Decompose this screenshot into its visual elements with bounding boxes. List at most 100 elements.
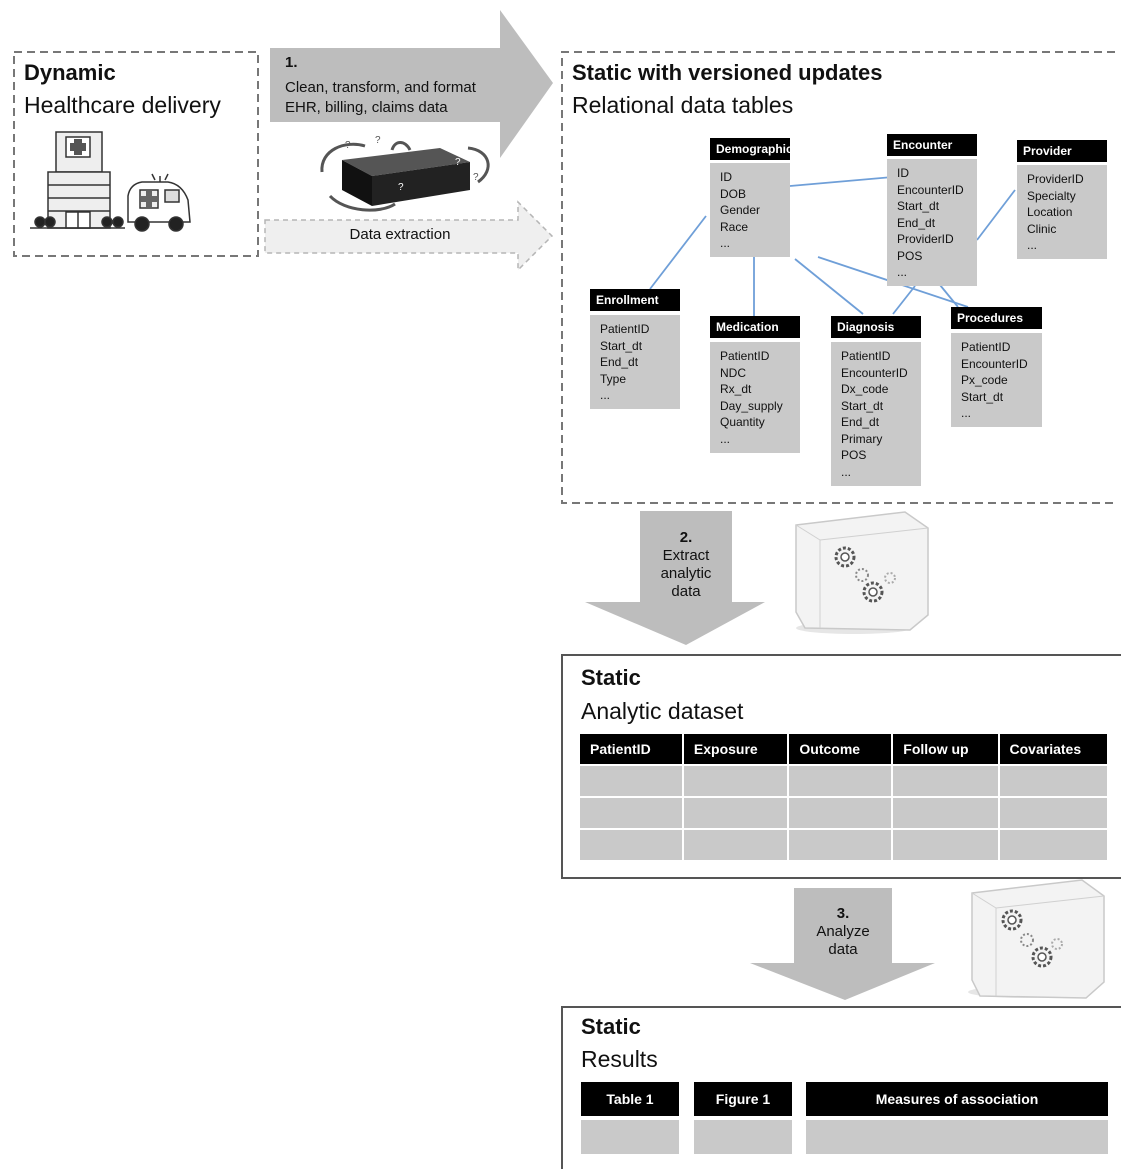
relational-title: Static with versioned updates [572, 60, 883, 85]
step1-arrow [270, 10, 553, 158]
provider-field: ... [1027, 238, 1038, 252]
demographics-field: Race [720, 219, 749, 234]
col-exposure: Exposure [681, 732, 790, 766]
step1-text-line1: Clean, transform, and format [285, 79, 476, 96]
black-box-icon: ? ? ? ? ? [320, 135, 490, 212]
diagnosis-field: ... [841, 464, 852, 479]
medication-field: ... [720, 431, 731, 446]
provider-table-header: Provider [1017, 140, 1107, 162]
provider-field: Clinic [1027, 221, 1057, 236]
table-cell [891, 796, 1000, 830]
medication-field: Rx_dt [720, 382, 752, 396]
diagnosis-field: POS [841, 448, 867, 462]
encounter-field: End_dt [897, 215, 936, 230]
step2-line-1: Extract [662, 547, 710, 564]
table-cell [578, 796, 684, 830]
demographics-table-header: Demographics [710, 138, 799, 160]
col-patientid: PatientID [578, 732, 684, 766]
step3-text: 3. Analyze data [794, 905, 892, 959]
table-row [578, 764, 1110, 798]
svg-text:?: ? [375, 135, 381, 146]
table-cell [997, 796, 1110, 830]
hospital-icon [30, 131, 125, 229]
table-cell [997, 764, 1110, 798]
col-outcome: Outcome [787, 732, 894, 766]
analytic-dataset-table: PatientID Exposure Outcome Follow up Cov… [578, 732, 1110, 862]
svg-text:?: ? [455, 157, 461, 168]
diagnosis-field: Start_dt [841, 398, 884, 413]
analytic-subtitle: Analytic dataset [581, 698, 744, 724]
table-cell [787, 764, 894, 798]
gear-cube-icon-2 [968, 879, 1105, 999]
step2-line-2: analytic [660, 565, 712, 582]
step3-number: 3. [836, 905, 850, 922]
step1-text: Clean, transform, and format EHR, billin… [285, 78, 476, 118]
results-col-table1: Table 1 [581, 1082, 679, 1116]
encounter-field: ... [897, 265, 908, 279]
step2-arrow [585, 511, 765, 645]
results-cell [694, 1120, 792, 1154]
extraction-label: Data extraction [349, 226, 451, 243]
enrollment-field: Type [600, 371, 627, 386]
table-cell [787, 796, 894, 830]
provider-field: ProviderID [1027, 172, 1084, 186]
analytic-box-border [561, 654, 1121, 879]
procedures-field: ... [961, 406, 972, 420]
col-covariates: Covariates [997, 732, 1110, 766]
step1-number: 1. [285, 54, 298, 71]
encounter-field: EncounterID [897, 182, 964, 197]
diagnosis-table-header: Diagnosis [831, 316, 921, 338]
encounter-field: POS [897, 248, 923, 263]
svg-text:?: ? [398, 182, 404, 193]
dynamic-box-border [13, 51, 259, 257]
procedures-field: Px_code [961, 373, 1008, 387]
step2-number: 2. [679, 529, 693, 546]
diagnosis-field: EncounterID [841, 365, 908, 380]
analytic-title: Static [581, 665, 641, 690]
enrollment-field: Start_dt [600, 338, 643, 353]
ambulance-icon [127, 173, 191, 232]
step3-arrow [750, 888, 935, 1000]
provider-field: Location [1027, 205, 1073, 219]
extraction-arrow [264, 200, 554, 272]
diagnosis-field: PatientID [841, 349, 891, 363]
demographics-field: Gender [720, 203, 761, 217]
results-subtitle: Results [581, 1046, 658, 1072]
col-follow-up: Follow up [891, 732, 1000, 766]
demographics-field: ... [720, 236, 731, 250]
encounter-table-header: Encounter [887, 134, 977, 156]
diagnosis-field: Primary [841, 431, 883, 446]
medication-table-header: Medication [710, 316, 800, 338]
enrollment-field: End_dt [600, 355, 639, 369]
enrollment-field: ... [600, 388, 611, 402]
results-title: Static [581, 1014, 641, 1039]
table-cell [681, 796, 790, 830]
demographics-field: DOB [720, 186, 747, 201]
svg-text:?: ? [345, 140, 351, 151]
table-cell [681, 764, 790, 798]
results-col-figure1: Figure 1 [694, 1082, 792, 1116]
procedures-table-header: Procedures [951, 307, 1042, 329]
encounter-field: Start_dt [897, 199, 940, 213]
step3-line-2: data [828, 941, 858, 958]
procedures-field: EncounterID [961, 356, 1028, 371]
medication-field: PatientID [720, 349, 770, 363]
step3-line-1: Analyze [816, 923, 870, 940]
results-cell [806, 1120, 1108, 1154]
demographics-field: ID [720, 170, 732, 184]
enrollment-field: PatientID [600, 322, 650, 336]
diagnosis-field: Dx_code [841, 382, 889, 396]
medication-field: Day_supply [720, 398, 783, 413]
relational-subtitle: Relational data tables [572, 92, 794, 118]
relational-box-border [561, 51, 1115, 504]
table-cell [578, 764, 684, 798]
table-cell [891, 828, 1000, 862]
diagnosis-field: End_dt [841, 415, 880, 429]
table-row [578, 796, 1110, 830]
